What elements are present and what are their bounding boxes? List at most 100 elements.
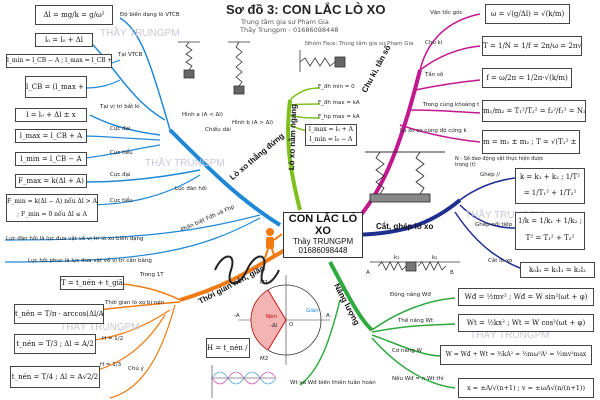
branch-twig-5	[399, 124, 481, 143]
branch-twig-28	[4, 217, 261, 263]
rt-formula-1: T = 1/N = 1/f = 2π/ω = 2π√(m/k)	[482, 36, 582, 56]
branch-twig-8	[454, 211, 521, 269]
branch-twig-4	[407, 109, 481, 114]
lb-formula-3: t_nén = T/4 ; Δl = A√2/2	[10, 366, 100, 388]
rt-formula-3: m₁/m₂ = T₁²/T₂² = f₂²/f₁² = N₂²/N₁²	[482, 100, 586, 122]
lb-formula-0: T = t_nén + t_giãn	[60, 276, 124, 290]
rb-formula-1: Wt = ½kx² ; Wt = W cos²(ωt + φ)	[458, 314, 594, 332]
branch-line-lo-xo-dung	[168, 128, 282, 227]
lt-label-4: Tại vị trí bất kì	[100, 104, 140, 110]
lt-hinh-a: Hình a (A < Δl)	[182, 112, 223, 118]
branch-twig-19	[89, 41, 166, 121]
branch-twig-10	[371, 323, 456, 333]
subtitle-center: Trung tâm gia sư Phạm Gia	[241, 18, 329, 26]
branch-twig-24	[84, 144, 161, 159]
branch-twig-13	[299, 299, 341, 386]
lt-luc-dan-hoi: Lực đàn hồi	[175, 186, 207, 192]
left-note-0: Lực đàn hồi là lực đưa vật về vị trí lò …	[6, 236, 144, 242]
lt-formula-2: l_min = l_CB − A ; l_max = l_CB + A	[6, 54, 112, 68]
spring-vertical-a	[178, 41, 200, 79]
lt-formula-1: l₀ = l₀ + Δl	[35, 33, 93, 47]
lb-label-4: Chú ý	[128, 366, 144, 372]
branch-twig-12	[371, 337, 456, 389]
circle-label-m1: M1	[260, 280, 269, 286]
branch-twig-9	[371, 297, 456, 331]
rm-label-2: Cắt lò xo	[488, 258, 513, 264]
branch-twig-14	[289, 87, 321, 101]
center-node: CON LẮC LÒ XO Thầy TRUNGPM 01686098448	[283, 212, 363, 258]
lt-formula-7: F_max = k(Δl + A)	[15, 174, 87, 188]
rb-label-2: Cơ năng W	[392, 348, 422, 354]
ngang-item-2: F_hp max = kA	[318, 114, 360, 120]
branch-line-chu-ki	[343, 69, 422, 234]
spring-horizontal-ab	[370, 261, 460, 272]
branch-twig-25	[84, 169, 201, 183]
ngang-item-1: F_đh max = kA	[318, 100, 360, 106]
center-phone: 01686098448	[298, 246, 348, 255]
lt-label-5: Cực đại	[110, 126, 131, 132]
left-note-1: Lực hồi phục là lực đưa vật về vị trí câ…	[28, 258, 152, 264]
lt-label-6: Cực tiểu	[110, 150, 133, 156]
rm-formula-2: k₀l₀ = k₁l₁ = k₂l₂	[520, 262, 595, 278]
rm-label-0: Ghép //	[480, 172, 501, 178]
center-author: Thầy TRUNGPM	[292, 237, 354, 246]
lb-label-2: H = 1/2	[102, 336, 124, 342]
branch-twig-27	[4, 214, 261, 241]
branch-twig-22	[89, 114, 161, 136]
watermark-2: THẦY TRUNGPM	[145, 158, 225, 169]
ngang-lmax: l_max = l₀ + A	[309, 126, 353, 133]
circle-label-m2: M2	[260, 356, 269, 362]
ngang-lmin: l_min = l₀ − A	[309, 136, 353, 143]
lt-formula-3: l_CB = (l_max + l_min)/2	[25, 76, 87, 98]
spring-label-k1: k₁	[394, 255, 400, 261]
rm-formula-1: 1/k = 1/k₁ + 1/k₂ ; T² = T₁² + T₂²	[515, 212, 585, 250]
lb-formula-1: t_nén = T/π · arccos(Δl/A)	[14, 304, 104, 324]
lt-label-0: Độ biến dạng lò VTCB	[120, 12, 180, 18]
circle-label-o: O	[289, 322, 294, 328]
circle-label-neg-dl: -Δl	[270, 323, 278, 329]
spring-vertical-b	[228, 41, 250, 95]
rt-note: N - Số dao động vật thực hiện được trong…	[455, 156, 544, 168]
rb-label-1: Thế năng Wt	[398, 318, 434, 324]
lt-label-8: Cực tiểu	[110, 198, 133, 204]
spiral-spring-icon	[214, 255, 280, 285]
lt-label-2: Tại VTCB	[118, 52, 143, 58]
rt-label-0: Vận tốc góc	[430, 10, 463, 16]
subtitle-contact: Thầy Trungpm - 01686098448	[240, 26, 339, 34]
rt-label-2: Tần số	[425, 72, 444, 78]
circle-label-nen: Nén	[266, 314, 277, 320]
phase-circle-diagram	[238, 275, 330, 365]
branch-twig-3	[414, 79, 481, 91]
rm-label-1: Ghép nối tiếp	[475, 222, 513, 228]
spring-label-k2: k₂	[432, 255, 438, 261]
circle-label-neg-a: -A	[234, 313, 240, 319]
rb-formula-2: W = Wđ + Wt = ½kA² = ½mω²A² = ½mv²max	[440, 345, 592, 365]
lt-chieu-dai: Chiều dài	[205, 127, 231, 133]
rt-label-3: Trong cùng khoảng t	[423, 102, 480, 108]
rt-formula-4: m = m₁ ± m₂ ; T = √(T₁² ± T₂²)	[482, 130, 580, 154]
branch-twig-7	[459, 204, 516, 229]
lt-label-7: Cực đại	[110, 172, 131, 178]
rt-formula-2: f = ω/2π = 1/2π·√(k/m)	[482, 68, 572, 88]
page-title: Sơ đồ 3: CON LẮC LÒ XO	[226, 2, 386, 17]
watermark-3: THẦY TRUNGPM	[60, 322, 140, 333]
branch-label-cat-ghep: Cắt, ghép lò xo	[376, 222, 434, 231]
rm-formula-0: k = k₁ + k₂ ; 1/T² = 1/T₁² + 1/T₂²	[515, 168, 585, 204]
branch-twig-23	[84, 135, 161, 141]
spring-ngang-top	[299, 50, 346, 72]
lt-formula-6: l_min = l_CB − A	[15, 152, 87, 166]
rb-label-3: Nếu Wđ = n Wt thì	[392, 376, 444, 382]
lb-label-1: Thời gian lò xo bị nén	[105, 300, 165, 306]
energy-graph-mini	[211, 365, 277, 398]
watermark-4: THẦY TRUNGPM	[465, 210, 545, 221]
ngang-item-0: F_đh min = 0	[318, 84, 355, 90]
fanpage-label: Nhóm Face: Trung tâm gia sư Phạm Gia	[305, 41, 414, 47]
ngang-item-3: l_max = l₀ + A l_min = l₀ − A	[305, 124, 357, 146]
spring-label-a: A	[366, 270, 370, 276]
watermark-5: THẦY TRUNGPM	[470, 330, 550, 341]
rb-label-0: Động năng Wđ	[390, 292, 431, 298]
rt-label-4: Lò xo có cùng độ cứng k	[400, 128, 467, 134]
spring-parallel	[365, 151, 445, 203]
lt-formula-5: l_max = l_CB + A	[15, 129, 87, 143]
circle-label-a: A	[326, 313, 330, 319]
